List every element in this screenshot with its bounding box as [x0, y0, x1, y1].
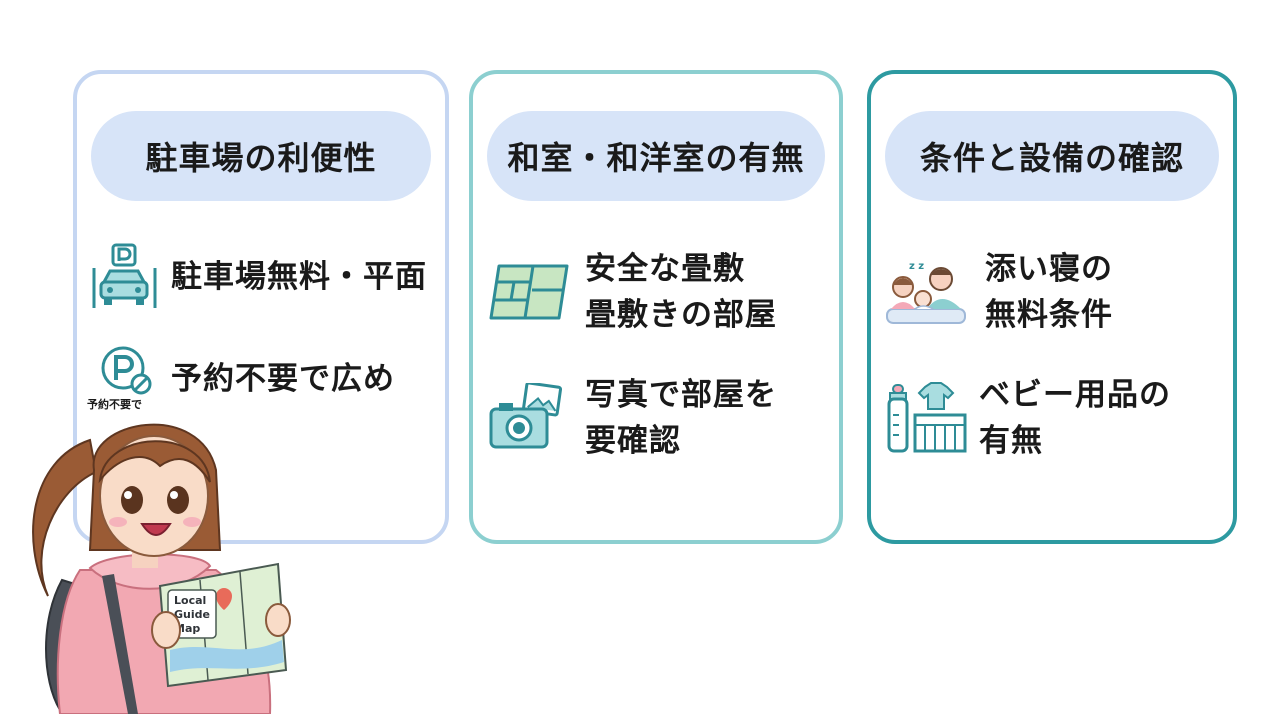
list-item: 駐車場無料・平面 [91, 242, 437, 312]
card-title: 駐車場の利便性 [91, 111, 431, 201]
item-text: 添い寝の 無料条件 [985, 251, 1113, 333]
svg-text:z z: z z [909, 261, 924, 272]
item-text: 写真で部屋を 要確認 [585, 377, 777, 459]
item-text: ベビー用品の 有無 [979, 377, 1171, 459]
map-label-line: Guide [174, 608, 210, 621]
map-label-line: Local [174, 594, 206, 607]
icon-caption: 予約不要で [87, 398, 142, 411]
item-text: 安全な畳敷 畳敷きの部屋 [585, 251, 777, 333]
card-conditions: 条件と設備の確認 z z 添い寝の 無料条件 [867, 70, 1237, 544]
item-text: 予約不要で広め [171, 361, 395, 397]
parking-no-reservation-icon: 予約不要で [87, 344, 161, 414]
girl-with-map-icon: Local Guide Map [32, 423, 291, 714]
card-japanese-room: 和室・和洋室の有無 安全な畳敷 畳敷きの部屋 写真で部屋を 要確認 [469, 70, 843, 544]
list-item: 写真で部屋を 要確認 [487, 372, 831, 464]
parking-car-icon [92, 243, 157, 308]
list-item: 予約不要で 予約不要で広め [87, 344, 437, 414]
baby-bottle-crib-icon [887, 382, 967, 453]
card-title: 条件と設備の確認 [885, 111, 1219, 201]
camera-photo-icon [489, 383, 563, 449]
list-item: z z 添い寝の 無料条件 [885, 246, 1225, 338]
co-sleeping-family-icon: z z [886, 261, 966, 324]
list-item: 安全な畳敷 畳敷きの部屋 [487, 246, 831, 338]
tatami-mat-icon [489, 264, 569, 320]
item-text: 駐車場無料・平面 [171, 259, 427, 295]
card-title: 和室・和洋室の有無 [487, 111, 825, 201]
list-item: ベビー用品の 有無 [885, 372, 1225, 464]
